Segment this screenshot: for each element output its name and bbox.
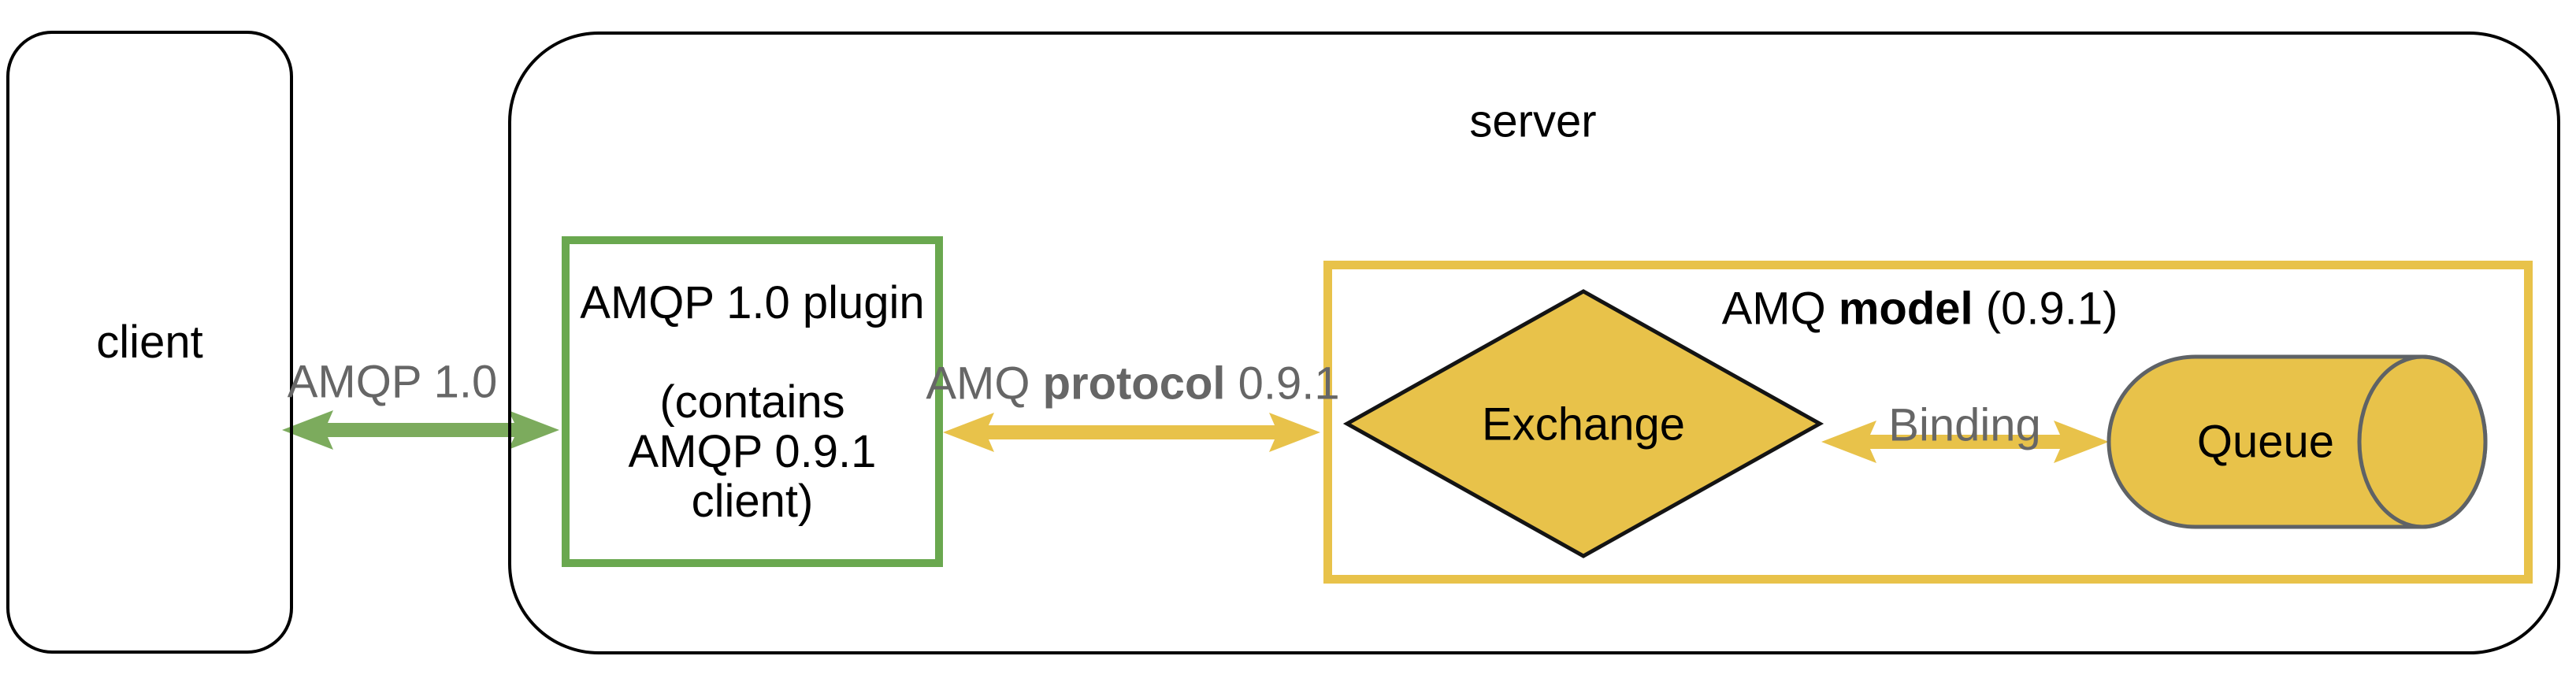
amq-model-box bbox=[1323, 261, 2533, 584]
amqp10-double-arrow-icon bbox=[282, 410, 559, 450]
amq-protocol-double-arrow-icon bbox=[943, 413, 1320, 452]
queue-label: Queue bbox=[2196, 416, 2335, 468]
amq-protocol-connection-label: AMQ protocol 0.9.1 bbox=[926, 358, 1339, 411]
amq-model-title-pre: AMQ bbox=[1721, 283, 1839, 335]
amq-protocol-label-bold: protocol bbox=[1042, 358, 1226, 410]
amqp10-connection-label: AMQP 1.0 bbox=[287, 356, 498, 408]
binding-connection-label: Binding bbox=[1888, 399, 2041, 451]
amqp10-plugin-box: AMQP 1.0 plugin (contains AMQP 0.9.1 cli… bbox=[562, 236, 943, 567]
queue-cylinder-icon bbox=[2106, 354, 2488, 529]
amqp10-plugin-label: AMQP 1.0 plugin (contains AMQP 0.9.1 cli… bbox=[580, 276, 925, 527]
amq-model-title-bold: model bbox=[1838, 283, 1973, 335]
binding-double-arrow-icon bbox=[1821, 421, 2109, 463]
server-label: server bbox=[1469, 95, 1597, 147]
client-label: client bbox=[96, 317, 203, 368]
amq-protocol-label-post: 0.9.1 bbox=[1225, 358, 1340, 410]
amq-protocol-label-pre: AMQ bbox=[926, 358, 1043, 410]
exchange-label: Exchange bbox=[1482, 398, 1685, 450]
amq-model-title-post: (0.9.1) bbox=[1973, 283, 2118, 335]
exchange-diamond-icon bbox=[1342, 289, 1824, 558]
amq-model-title: AMQ model (0.9.1) bbox=[1722, 284, 2118, 336]
client-box: client bbox=[6, 31, 293, 654]
server-box bbox=[508, 32, 2560, 654]
